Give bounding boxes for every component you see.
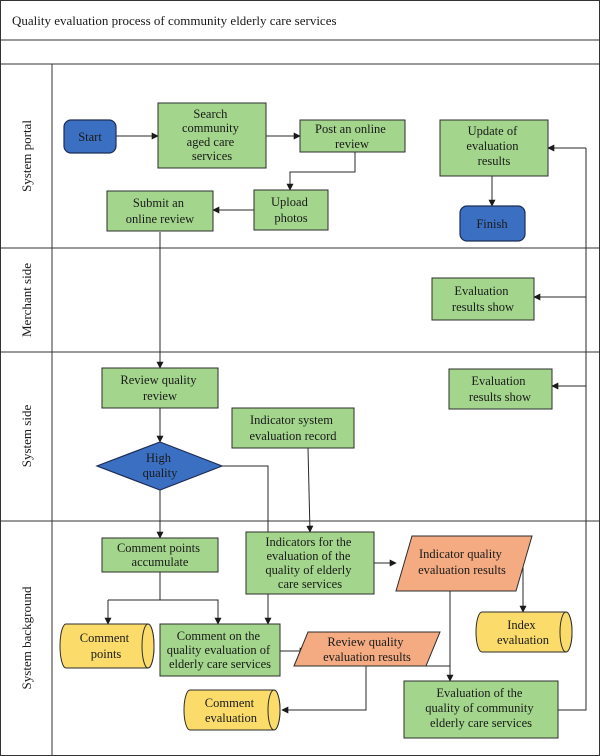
search-services-process: Search community aged care services: [157, 102, 267, 169]
node-line: Review quality: [327, 635, 404, 649]
node-line: evaluation record: [249, 429, 337, 443]
node-line: community: [182, 121, 240, 135]
svg-text:Evaluation of the qualit: Evaluation of the quality of community e…: [425, 686, 536, 730]
index-evaluation-storage: Index evaluation: [475, 611, 573, 653]
node-line: Indicator system: [250, 413, 333, 427]
node-line: results show: [469, 390, 531, 404]
finish-terminal: Finish: [459, 205, 526, 242]
svg-text:Update of evaluation: Update of evaluation results: [466, 124, 521, 168]
svg-text:Evaluation results show: Evaluation results show: [452, 284, 514, 314]
node-line: Comment: [80, 631, 130, 645]
node-line: online review: [126, 212, 194, 226]
lane-label-system-background: System background: [19, 586, 34, 689]
review-quality-results-data: Review quality evaluation results: [293, 631, 441, 667]
node-line: Indicator quality: [419, 547, 503, 561]
node-line: quality of community: [425, 701, 534, 715]
node-line: Search: [193, 107, 228, 121]
svg-text:Review quality evaluatio: Review quality evaluation results: [323, 635, 411, 664]
svg-text:Upload photos: Upload photos: [271, 195, 311, 225]
node-line: Submit an: [133, 196, 185, 210]
system-results-show-process: Evaluation results show: [448, 368, 553, 410]
comment-points-storage: Comment points: [59, 623, 155, 669]
svg-text:Indicator system evaluat: Indicator system evaluation record: [249, 413, 337, 443]
node-line: results: [478, 154, 511, 168]
comment-on-quality-process: Comment on the quality evaluation of eld…: [159, 623, 281, 677]
node-line: services: [192, 149, 232, 163]
indicator-system-record-process: Indicator system evaluation record: [231, 407, 355, 449]
node-line: results show: [452, 300, 514, 314]
svg-text:Comment points accumulat: Comment points accumulate: [117, 541, 203, 569]
node-line: evaluation: [497, 633, 550, 647]
update-evaluation-results-process: Update of evaluation results: [439, 119, 549, 177]
node-line: evaluation results: [323, 650, 411, 664]
node-line: photos: [274, 211, 307, 225]
node-line: evaluation of the: [266, 549, 350, 563]
svg-text:Submit an online review: Submit an online review: [126, 196, 194, 226]
svg-text:Indicator quality evalua: Indicator quality evaluation results: [418, 547, 506, 577]
node-line: elderly care services: [169, 657, 271, 671]
svg-text:Comment points: Comment points: [80, 631, 132, 661]
svg-text:Index evaluation: Index evaluation: [497, 618, 550, 647]
svg-text:Search community a: Search community aged care services: [182, 107, 242, 163]
node-line: evaluation results: [418, 563, 506, 577]
review-quality-review-process: Review quality review: [101, 367, 219, 409]
node-line: Post an online: [315, 122, 386, 136]
svg-text:Post an online review: Post an online review: [315, 122, 389, 151]
node-line: Update of: [468, 124, 518, 138]
node-line: accumulate: [132, 555, 189, 569]
comment-evaluation-storage: Comment evaluation: [183, 689, 281, 731]
node-line: Comment on the: [177, 629, 261, 643]
node-line: evaluation: [466, 139, 519, 153]
node-line: care services: [278, 577, 342, 591]
indicators-process: Indicators for the evaluation of the qua…: [245, 531, 375, 595]
node-line: quality of elderly: [265, 563, 352, 577]
merchant-results-show-process: Evaluation results show: [431, 277, 535, 321]
node-line: Review quality: [120, 373, 197, 387]
lane-label-merchant-side: Merchant side: [19, 263, 34, 337]
node-line: evaluation: [205, 711, 258, 725]
start-label: Start: [78, 130, 102, 144]
svg-text:Evaluation results show: Evaluation results show: [469, 374, 531, 404]
lane-label-system-portal: System portal: [19, 120, 34, 192]
svg-text:Review quality review: Review quality review: [120, 373, 199, 403]
finish-label: Finish: [476, 217, 508, 231]
node-line: aged care: [187, 135, 235, 149]
node-line: Comment points: [117, 541, 200, 555]
node-line: quality evaluation of: [167, 643, 271, 657]
indicator-quality-results-data: Indicator quality evaluation results: [395, 535, 533, 592]
node-line: Upload: [271, 195, 309, 209]
post-online-review-process: Post an online review: [299, 119, 406, 153]
node-line: Evaluation: [471, 374, 526, 388]
node-line: Evaluation of the: [436, 686, 523, 700]
svg-text:High quality: High quality: [143, 451, 178, 480]
upload-photos-process: Upload photos: [253, 189, 329, 231]
start-terminal: Start: [63, 119, 117, 154]
node-line: points: [91, 647, 122, 661]
evaluation-of-quality-process: Evaluation of the quality of community e…: [403, 680, 559, 739]
submit-online-review-process: Submit an online review: [106, 190, 214, 232]
node-line: Indicators for the: [265, 535, 352, 549]
node-line: review: [335, 137, 369, 151]
comment-points-accumulate-process: Comment points accumulate: [101, 537, 219, 573]
node-line: High: [146, 451, 172, 465]
node-line: elderly care services: [430, 716, 532, 730]
svg-text:Indicators for the evalu: Indicators for the evaluation of the qua…: [265, 535, 354, 591]
lane-label-system-side: System side: [19, 405, 34, 468]
svg-text:Comment evaluation: Comment evaluation: [205, 696, 258, 725]
svg-text:Comment on the quality e: Comment on the quality evaluation of eld…: [167, 629, 274, 671]
diagram-title: Quality evaluation process of community …: [12, 13, 337, 28]
node-line: review: [143, 389, 177, 403]
node-line: Comment: [205, 696, 255, 710]
node-line: Evaluation: [454, 284, 509, 298]
high-quality-decision: High quality: [95, 441, 224, 491]
node-line: quality: [143, 466, 178, 480]
node-line: Index: [507, 618, 536, 632]
